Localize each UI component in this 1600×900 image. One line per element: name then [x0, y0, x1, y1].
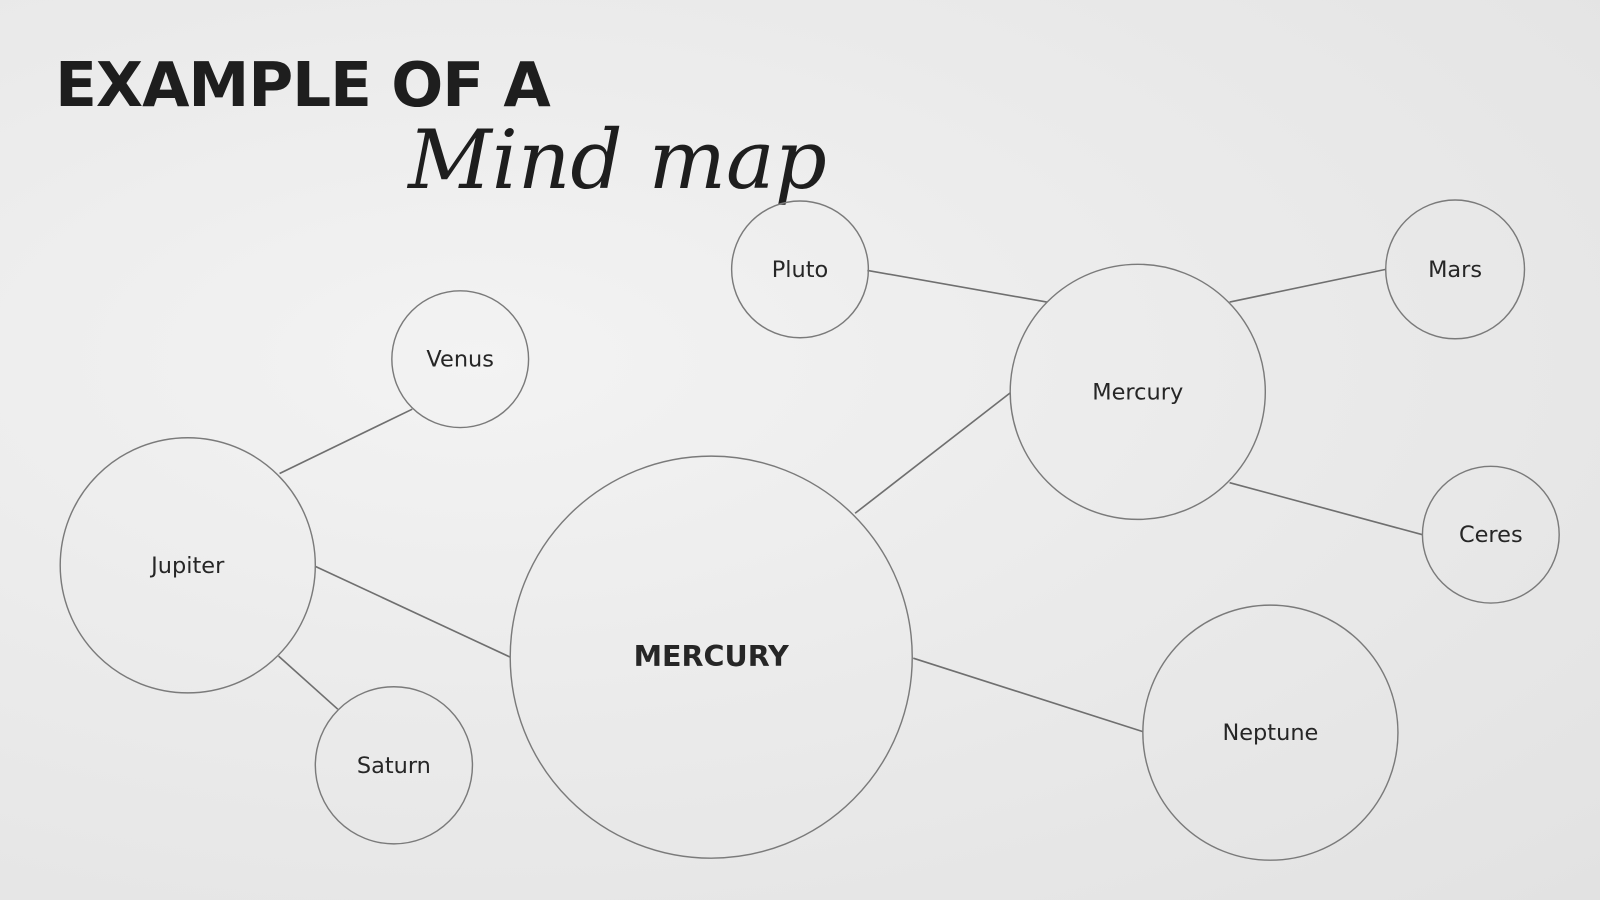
node-label: Jupiter	[149, 553, 225, 579]
edge-mercury-mars	[1229, 268, 1386, 303]
node-venus[interactable]: Venus	[391, 290, 530, 429]
node-label: Neptune	[1222, 720, 1318, 746]
edge-center-mercury	[854, 392, 1011, 514]
node-neptune[interactable]: Neptune	[1142, 604, 1399, 861]
node-label: Venus	[426, 347, 494, 373]
node-label: Mars	[1428, 257, 1482, 283]
node-ceres[interactable]: Ceres	[1421, 465, 1560, 604]
node-label: Ceres	[1459, 522, 1523, 548]
node-label: Saturn	[357, 753, 431, 779]
edge-pluto-mercury	[867, 269, 1048, 303]
edge-jupiter-venus	[279, 408, 413, 475]
node-center[interactable]: MERCURY	[509, 455, 913, 859]
edge-jupiter-center	[314, 565, 511, 658]
node-label: Mercury	[1092, 379, 1183, 405]
title-script: Mind map	[406, 113, 827, 208]
edge-center-neptune	[913, 657, 1144, 733]
node-label: Pluto	[772, 257, 829, 283]
node-mars[interactable]: Mars	[1385, 199, 1526, 340]
edge-jupiter-saturn	[278, 655, 339, 710]
title-line1: EXAMPLE OF A	[55, 50, 551, 121]
edge-mercury-ceres	[1229, 481, 1423, 536]
node-label: MERCURY	[634, 639, 790, 673]
node-jupiter[interactable]: Jupiter	[59, 437, 317, 694]
connectors	[278, 268, 1423, 733]
node-mercury[interactable]: Mercury	[1009, 263, 1267, 521]
node-saturn[interactable]: Saturn	[314, 686, 474, 845]
node-pluto[interactable]: Pluto	[730, 200, 870, 339]
